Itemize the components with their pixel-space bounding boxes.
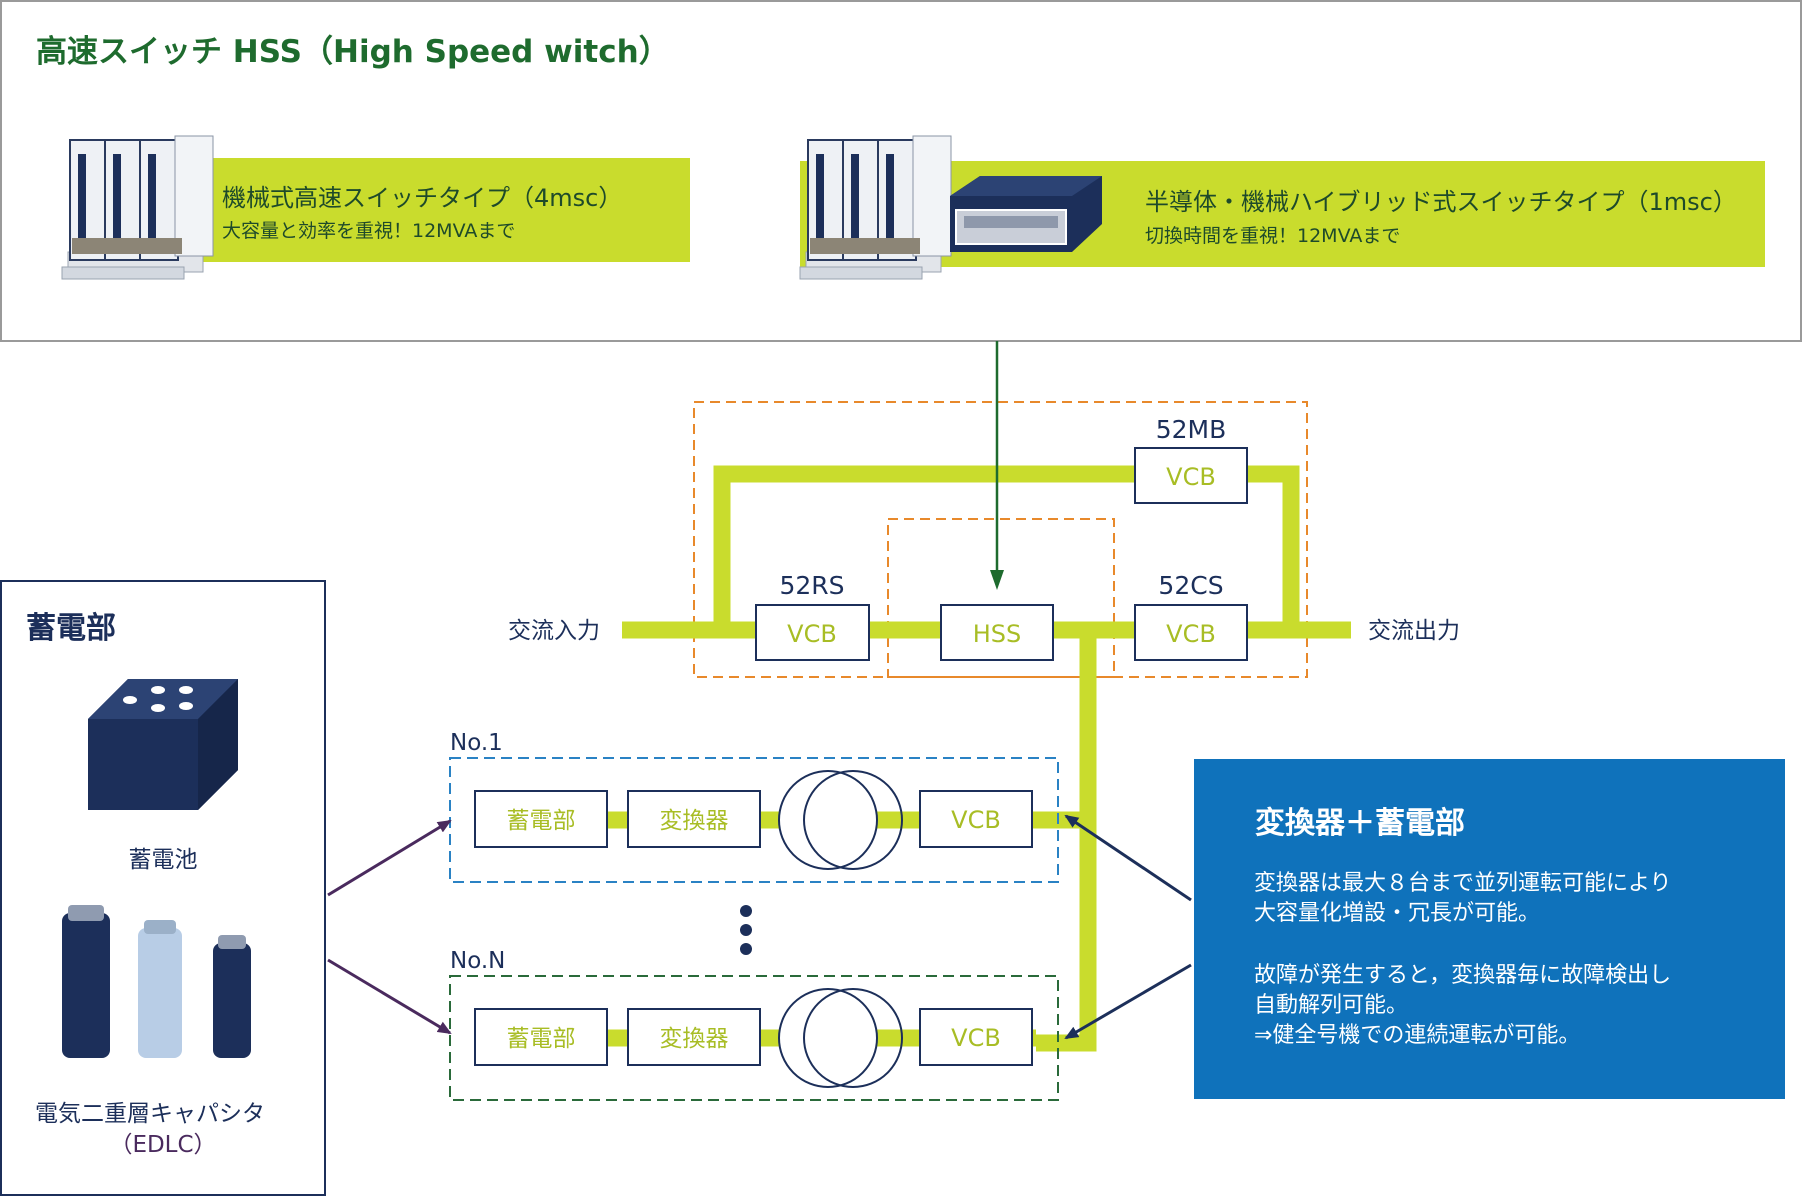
info-para2-line1: 故障が発生すると，変換器毎に故障検出し xyxy=(1254,963,1671,988)
type1-name: 機械式高速スイッチタイプ（4msc） xyxy=(222,184,622,212)
unit-noN: No.N 蓄電部 変換器 VCB xyxy=(449,948,1059,1101)
bypass-line xyxy=(713,465,1300,630)
unitN-storage-box xyxy=(474,1008,608,1066)
unit1-storage-box xyxy=(474,790,608,848)
unit1-vcb-label: VCB xyxy=(951,806,1001,834)
info-para2-line3: ⇒健全号機での連続運転が可能。 xyxy=(1254,1023,1580,1048)
capacitor-sublabel: （EDLC） xyxy=(109,1132,216,1158)
unit-no1: No.1 蓄電部 変換器 VCB xyxy=(449,730,1059,883)
battery-icon xyxy=(88,679,238,810)
hss-box xyxy=(940,604,1054,661)
info-panel-title: 変換器＋蓄電部 xyxy=(1255,806,1465,841)
capacitor-label: 電気二重層キャパシタ xyxy=(35,1101,265,1127)
storage-to-unit1-arrow xyxy=(327,819,452,897)
info-to-unitN-arrow xyxy=(1064,963,1192,1040)
tag-52rs: 52RS xyxy=(779,571,844,600)
type1-band xyxy=(170,158,690,262)
tag-52mb: 52MB xyxy=(1156,415,1227,444)
hss-orange-group xyxy=(887,518,1115,678)
unitN-name: No.N xyxy=(450,948,505,974)
info-panel-bg xyxy=(1194,759,1785,1099)
outer-orange-group xyxy=(693,401,1308,678)
vcb-52mb-box xyxy=(1134,447,1248,504)
unitN-vcb-label: VCB xyxy=(951,1024,1001,1052)
battery-label: 蓄電池 xyxy=(129,847,198,873)
unitN-transformer-coil-2 xyxy=(803,988,903,1088)
unitN-vcb-box xyxy=(919,1008,1033,1066)
unitN-converter-label: 変換器 xyxy=(660,1026,729,1052)
type2-name: 半導体・機械ハイブリッド式スイッチタイプ（1msc） xyxy=(1145,188,1737,216)
tag-52cs: 52CS xyxy=(1158,571,1223,600)
unitN-storage-label: 蓄電部 xyxy=(507,1026,576,1052)
unitN-transformer-coil-1 xyxy=(778,988,878,1088)
converter-info-panel: 変換器＋蓄電部 変換器は最大８台まで並列運転可能により 大容量化増設・冗長が可能… xyxy=(1194,759,1785,1099)
hss-label: HSS xyxy=(973,620,1022,648)
unit1-converter-label: 変換器 xyxy=(660,808,729,834)
unitN-converter-box xyxy=(627,1008,761,1066)
ac-output-label: 交流出力 xyxy=(1368,618,1460,644)
hss-pointer-arrowhead xyxy=(990,570,1004,590)
unit1-converter-box xyxy=(627,790,761,848)
storage-to-unitN-arrow xyxy=(327,958,452,1035)
unit1-name: No.1 xyxy=(450,730,503,756)
header-title: 高速スイッチ HSS（High Speed witch） xyxy=(36,34,670,70)
unit1-vcb-box xyxy=(919,790,1033,848)
mechanical-switch-image-1 xyxy=(61,135,214,280)
info-para1-line1: 変換器は最大８台まで並列運転可能により xyxy=(1254,871,1672,896)
info-para1-line2: 大容量化増設・冗長が可能。 xyxy=(1254,901,1540,926)
info-para2-line2: 自動解列可能。 xyxy=(1254,993,1408,1018)
unit1-transformer-coil-2 xyxy=(803,770,903,870)
vcb-52rs-label: VCB xyxy=(787,620,837,648)
vcb-52mb-label: VCB xyxy=(1166,463,1216,491)
capacitor-icons xyxy=(62,905,251,1058)
unit1-transformer-coil-1 xyxy=(778,770,878,870)
main-circuit: VCB 52RS HSS VCB 52CS VCB 52MB 交流入力 交流出力 xyxy=(508,341,1460,1052)
storage-panel: 蓄電部 蓄電池 電気二重層キャパシタ （EDLC） xyxy=(0,580,326,1196)
ellipsis-dots xyxy=(740,905,752,955)
hss-header-panel: 高速スイッチ HSS（High Speed witch） 機械式高速スイッチタイ… xyxy=(0,0,1802,342)
storage-panel-title: 蓄電部 xyxy=(26,611,116,646)
unit-feeder-line xyxy=(1036,630,1097,1052)
vcb-52cs-label: VCB xyxy=(1166,620,1216,648)
vcb-52rs-box xyxy=(755,604,870,661)
hybrid-switch-image xyxy=(799,135,952,280)
type2-desc: 切換時間を重視！12MVAまで xyxy=(1145,225,1400,247)
unitN-frame xyxy=(449,975,1059,1101)
ac-input-label: 交流入力 xyxy=(508,618,600,644)
vcb-52cs-box xyxy=(1134,604,1248,661)
semiconductor-module-image xyxy=(950,176,1102,252)
type1-desc: 大容量と効率を重視！12MVAまで xyxy=(222,220,515,242)
info-to-unit1-arrow xyxy=(1064,814,1192,902)
unit1-storage-label: 蓄電部 xyxy=(507,808,576,834)
